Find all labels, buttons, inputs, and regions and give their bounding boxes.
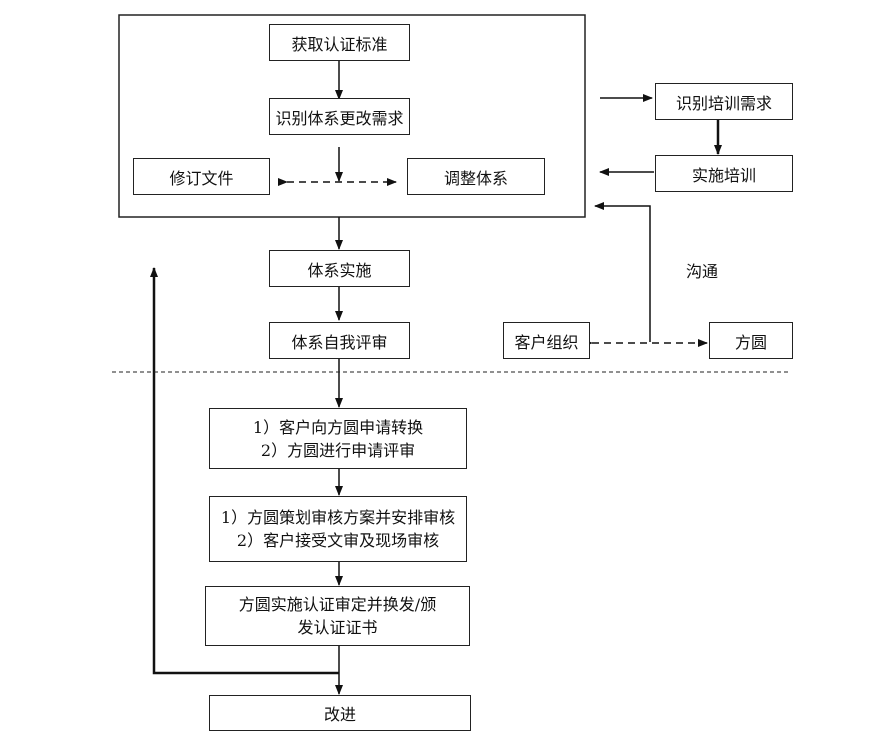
implement-training-box: 实施培训 <box>655 155 793 192</box>
improve-box: 改进 <box>209 695 471 731</box>
step1-line2: 2）方圆进行申请评审 <box>260 440 416 460</box>
step3-line1: 方圆实施认证审定并换发/颁 <box>238 595 437 614</box>
client-org-box: 客户组织 <box>503 322 590 359</box>
step3-box: 方圆实施认证审定并换发/颁 发认证证书 <box>205 586 470 646</box>
step3-line2: 发认证证书 <box>297 618 378 637</box>
fangyuan-label: 方圆 <box>734 332 767 352</box>
system-impl-box: 体系实施 <box>269 250 410 287</box>
identify-changes-box: 识别体系更改需求 <box>269 98 410 135</box>
arrow-communication-to-group <box>594 202 651 342</box>
adjust-system-box: 调整体系 <box>407 158 545 195</box>
training-needs-label: 识别培训需求 <box>675 93 772 113</box>
obtain-standard-box: 获取认证标准 <box>269 24 410 61</box>
improve-label: 改进 <box>323 705 356 724</box>
step1-line1: 1）客户向方圆申请转换 <box>252 417 424 437</box>
step2-line1: 1）方圆策划审核方案并安排审核 <box>220 508 456 527</box>
fangyuan-box: 方圆 <box>709 322 793 359</box>
feedback-loop-arrow <box>150 267 339 675</box>
top-group-frame <box>118 14 586 218</box>
self-audit-label: 体系自我评审 <box>291 332 388 352</box>
revise-docs-label: 修订文件 <box>169 168 234 188</box>
system-impl-label: 体系实施 <box>307 260 372 280</box>
identify-changes-label: 识别体系更改需求 <box>275 108 404 128</box>
revise-docs-box: 修订文件 <box>133 158 270 195</box>
step2-line2: 2）客户接受文审及现场审核 <box>236 531 440 550</box>
implement-training-label: 实施培训 <box>691 165 756 185</box>
adjust-system-label: 调整体系 <box>443 168 508 188</box>
communication-label: 沟通 <box>686 262 719 281</box>
self-audit-box: 体系自我评审 <box>269 322 410 359</box>
step1-box: 1）客户向方圆申请转换 2）方圆进行申请评审 <box>209 408 467 469</box>
obtain-standard-label: 获取认证标准 <box>291 34 388 54</box>
client-org-label: 客户组织 <box>514 332 579 352</box>
step2-box: 1）方圆策划审核方案并安排审核 2）客户接受文审及现场审核 <box>209 496 467 562</box>
training-needs-box: 识别培训需求 <box>655 83 793 120</box>
